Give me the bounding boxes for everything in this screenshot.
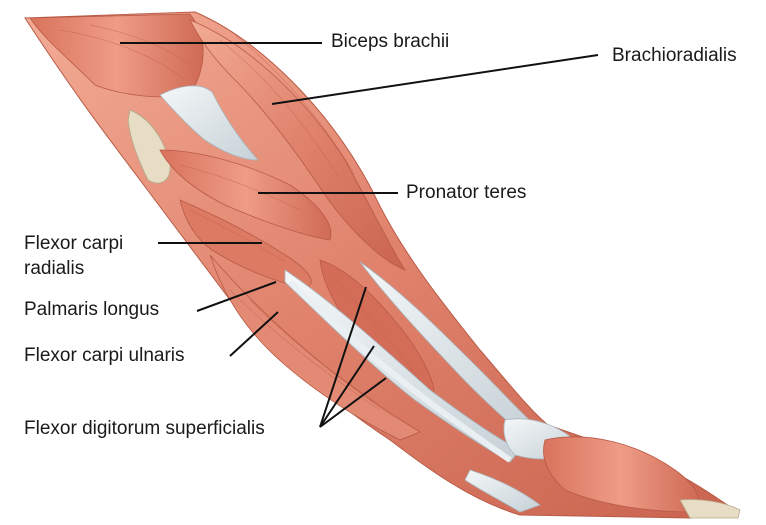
- bicipital-aponeurosis: [159, 85, 259, 161]
- leader-fds-1: [319, 286, 367, 428]
- label-flexor-carpi-radialis-line1: Flexor carpi: [24, 233, 124, 254]
- label-brachioradialis: Brachioradialis: [612, 45, 737, 66]
- finger-tip: [679, 499, 741, 519]
- leader-palmaris-longus: [196, 281, 277, 312]
- leader-flexor-carpi-ulnaris: [229, 311, 279, 357]
- palmaris-longus-tendon: [287, 279, 512, 463]
- biceps-brachii-muscle: [29, 13, 204, 98]
- label-palmaris-longus: Palmaris longus: [24, 299, 160, 320]
- hypothenar-tendon: [464, 469, 541, 513]
- label-flexor-carpi-ulnaris: Flexor carpi ulnaris: [24, 345, 185, 366]
- brachioradialis-muscle: [189, 19, 407, 271]
- pronator-teres-muscle: [159, 149, 332, 241]
- leader-brachioradialis: [271, 54, 599, 105]
- flexor-tendons: [284, 269, 521, 463]
- medial-epicondyle: [127, 109, 171, 184]
- label-flexor-carpi-radialis-line2: radialis: [24, 258, 85, 279]
- label-pronator-teres: Pronator teres: [406, 182, 527, 203]
- flexor-carpi-ulnaris-muscle: [209, 254, 421, 441]
- label-biceps-brachii: Biceps brachii: [331, 31, 450, 52]
- leader-lines: [120, 42, 599, 428]
- leader-fds-2: [319, 345, 375, 428]
- label-flexor-digitorum-superficialis: Flexor digitorum superficialis: [24, 418, 265, 439]
- leader-fds-3: [319, 377, 387, 428]
